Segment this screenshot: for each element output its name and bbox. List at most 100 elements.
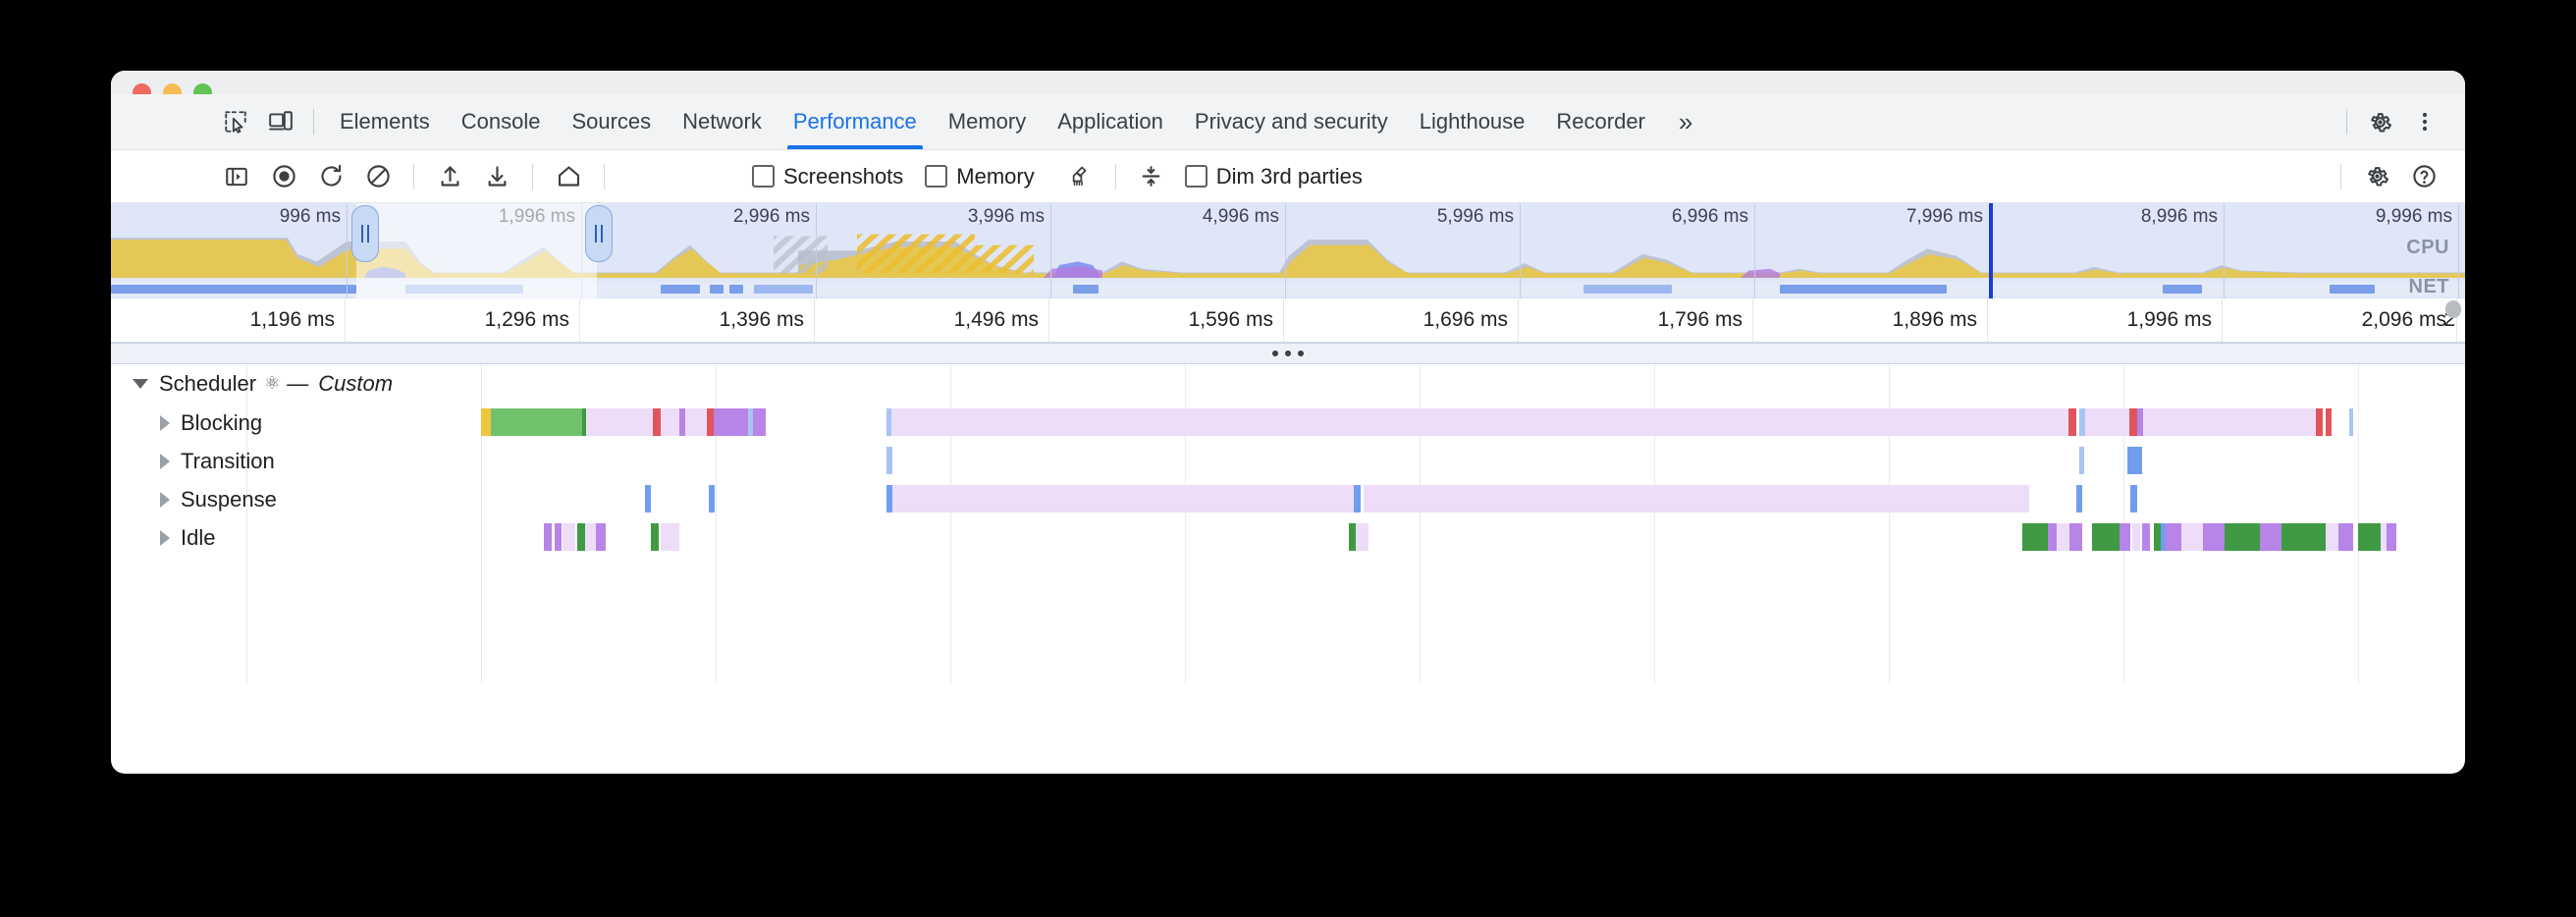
tab-application[interactable]: Application xyxy=(1057,109,1163,134)
sidebar-item-idle[interactable]: Idle xyxy=(111,518,215,557)
timeline-overview[interactable]: 996 ms 1,996 ms 2,996 ms 3,996 ms 4,996 … xyxy=(111,203,2465,298)
track-segments-transition[interactable] xyxy=(111,442,2465,480)
chevron-right-icon[interactable] xyxy=(160,529,170,546)
flame-segment[interactable] xyxy=(650,523,659,551)
flame-segment[interactable] xyxy=(660,523,679,551)
sidebar-item-blocking[interactable]: Blocking xyxy=(111,404,262,442)
record-icon[interactable] xyxy=(260,153,307,200)
tab-network[interactable]: Network xyxy=(682,109,762,134)
flame-segment[interactable] xyxy=(2337,523,2354,551)
flame-segment[interactable] xyxy=(2160,523,2166,551)
flame-segment[interactable] xyxy=(2141,523,2150,551)
import-profile-icon[interactable] xyxy=(426,153,473,200)
vertical-scrollbar-thumb[interactable] xyxy=(2445,300,2461,318)
flame-segment[interactable] xyxy=(678,408,686,436)
flame-segment[interactable] xyxy=(2067,408,2076,436)
flame-segment[interactable] xyxy=(2022,523,2048,551)
gear-icon[interactable] xyxy=(2357,99,2402,144)
flame-segment[interactable] xyxy=(1363,485,2029,512)
tab-privacy-and-security[interactable]: Privacy and security xyxy=(1194,109,1388,134)
home-icon[interactable] xyxy=(545,153,592,200)
track-segments-blocking[interactable] xyxy=(111,404,2465,442)
flame-segment[interactable] xyxy=(685,408,708,436)
screenshots-checkbox-box[interactable] xyxy=(752,165,775,188)
flame-segment[interactable] xyxy=(584,523,596,551)
flame-segment[interactable] xyxy=(886,485,893,512)
track-group-header-scheduler[interactable]: Scheduler ⚛ — Custom xyxy=(111,364,2465,404)
inspect-element-icon[interactable] xyxy=(213,99,258,144)
clear-icon[interactable] xyxy=(354,153,402,200)
three-dot-menu-icon[interactable] xyxy=(2402,99,2447,144)
export-profile-icon[interactable] xyxy=(473,153,520,200)
flame-segment[interactable] xyxy=(2358,523,2381,551)
overview-selection-left-handle[interactable] xyxy=(351,205,379,262)
flame-segment[interactable] xyxy=(892,485,1355,512)
flame-segment[interactable] xyxy=(2325,523,2338,551)
dim-3rd-parties-checkbox[interactable]: Dim 3rd parties xyxy=(1184,164,1363,189)
flame-segment[interactable] xyxy=(886,408,891,436)
flame-segment[interactable] xyxy=(2316,408,2323,436)
chevron-right-icon[interactable] xyxy=(160,453,170,469)
flame-segment[interactable] xyxy=(544,523,553,551)
flame-segment[interactable] xyxy=(555,523,562,551)
overview-selection-window[interactable] xyxy=(356,203,597,298)
flame-segment[interactable] xyxy=(2380,523,2388,551)
flame-segment[interactable] xyxy=(2078,408,2086,436)
tab-recorder[interactable]: Recorder xyxy=(1556,109,1645,134)
flame-segment[interactable] xyxy=(576,523,585,551)
sidebar-item-suspense[interactable]: Suspense xyxy=(111,480,277,518)
dim-3rd-parties-checkbox-box[interactable] xyxy=(1184,165,1208,188)
flame-segment[interactable] xyxy=(586,408,653,436)
tab-sources[interactable]: Sources xyxy=(571,109,652,134)
track-row-transition[interactable]: Transition xyxy=(111,442,2465,480)
flame-segment[interactable] xyxy=(2069,523,2082,551)
flame-segment[interactable] xyxy=(581,408,587,436)
flame-segment[interactable] xyxy=(2348,408,2354,436)
flame-segment[interactable] xyxy=(2078,447,2084,474)
chevron-right-icon[interactable] xyxy=(160,491,170,508)
more-tabs-icon[interactable]: » xyxy=(1678,106,1693,136)
flame-segment[interactable] xyxy=(709,485,716,512)
device-toolbar-icon[interactable] xyxy=(258,99,303,144)
gear-icon[interactable] xyxy=(2353,153,2400,200)
flame-segment[interactable] xyxy=(660,408,679,436)
flame-segment[interactable] xyxy=(2203,523,2226,551)
flame-segment[interactable] xyxy=(2225,523,2260,551)
tab-performance[interactable]: Performance xyxy=(778,94,933,149)
screenshots-checkbox[interactable]: Screenshots xyxy=(752,164,903,189)
flame-segment[interactable] xyxy=(2132,523,2141,551)
flame-segment[interactable] xyxy=(595,523,606,551)
flame-segment[interactable] xyxy=(2281,523,2326,551)
flame-segment[interactable] xyxy=(481,408,491,436)
record-and-reload-icon[interactable] xyxy=(307,153,354,200)
flame-segment[interactable] xyxy=(652,408,661,436)
flame-segment[interactable] xyxy=(2154,523,2161,551)
flame-segment[interactable] xyxy=(2120,523,2131,551)
flame-chart-tracks[interactable]: Scheduler ⚛ — Custom Blocking Transition xyxy=(111,364,2465,723)
flame-segment[interactable] xyxy=(890,408,2068,436)
flame-segment[interactable] xyxy=(2130,485,2137,512)
track-row-blocking[interactable]: Blocking xyxy=(111,404,2465,442)
flame-segment[interactable] xyxy=(707,408,714,436)
flame-segment[interactable] xyxy=(2127,447,2142,474)
flame-segment[interactable] xyxy=(2075,485,2082,512)
flame-segment[interactable] xyxy=(2091,523,2120,551)
flame-segment[interactable] xyxy=(2057,523,2070,551)
flame-segment[interactable] xyxy=(713,408,749,436)
track-segments-suspense[interactable] xyxy=(111,480,2465,518)
flame-segment[interactable] xyxy=(2128,408,2137,436)
flame-segment[interactable] xyxy=(644,485,651,512)
timeline-resize-handle[interactable] xyxy=(111,343,2465,364)
collect-garbage-icon[interactable] xyxy=(1056,153,1103,200)
flame-segment[interactable] xyxy=(2180,523,2204,551)
flame-segment[interactable] xyxy=(886,447,893,474)
tab-elements[interactable]: Elements xyxy=(340,109,430,134)
timeline-ruler[interactable]: 1,196 ms 1,296 ms 1,396 ms 1,496 ms 1,59… xyxy=(111,298,2465,343)
tab-lighthouse[interactable]: Lighthouse xyxy=(1419,109,1526,134)
flame-segment[interactable] xyxy=(1349,523,1356,551)
chevron-down-icon[interactable] xyxy=(133,378,148,389)
flame-segment[interactable] xyxy=(563,523,576,551)
scheduler-group-label[interactable]: Scheduler ⚛ — Custom xyxy=(111,364,393,403)
flame-segment[interactable] xyxy=(2325,408,2333,436)
flame-segment[interactable] xyxy=(2047,523,2058,551)
